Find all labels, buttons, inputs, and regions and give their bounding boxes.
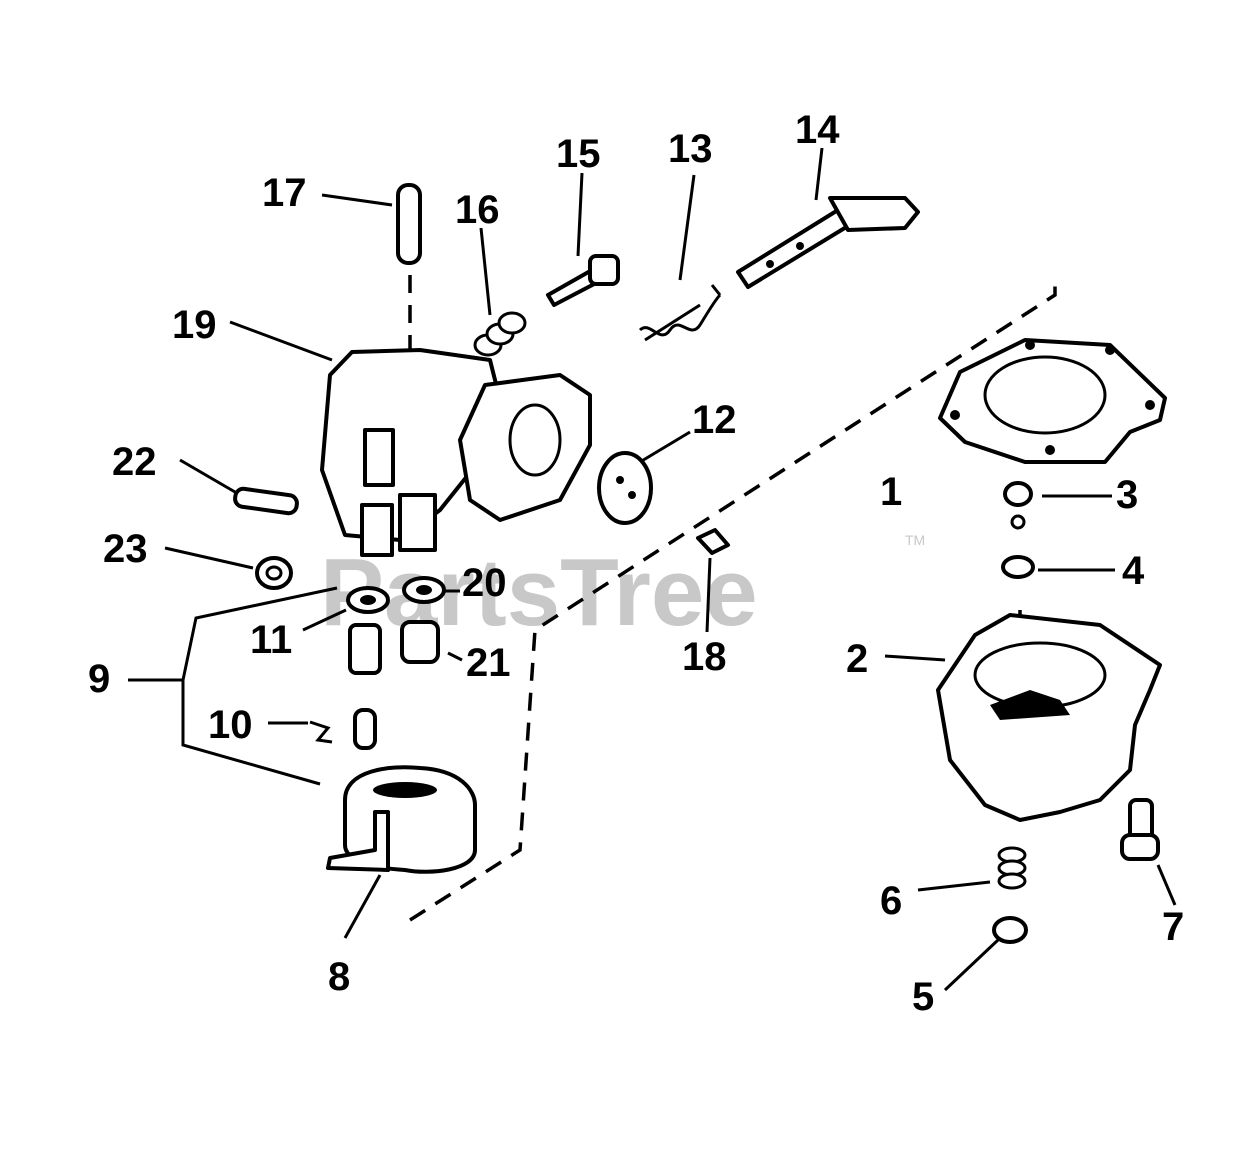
part-2-float-bowl[interactable] [936,613,1162,822]
leader-lines [128,147,1177,992]
main-jet[interactable] [348,623,382,675]
part-16-spring[interactable] [473,311,527,357]
callout-16: 16 [455,188,500,232]
callout-21: 21 [466,641,511,685]
part-12-throttle-plate[interactable] [597,451,653,525]
part-5-cap[interactable] [992,916,1028,944]
part-21-jet[interactable] [400,620,440,664]
callout-2: 2 [846,637,868,681]
part-23-nut[interactable] [255,556,293,590]
part-22-pin[interactable] [233,486,299,516]
callout-18: 18 [682,635,727,679]
callout-20: 20 [462,561,507,605]
callout-1: 1 [880,470,902,514]
inlet-needle[interactable] [353,708,377,750]
callout-11: 11 [250,618,292,662]
callout-5: 5 [912,975,934,1019]
part-18-screw[interactable] [696,528,730,555]
callout-8: 8 [328,955,350,999]
part-20-washer[interactable] [402,576,446,604]
part-8-float[interactable] [326,765,477,874]
callout-3: 3 [1116,473,1138,517]
callout-12: 12 [692,398,737,442]
part-17-pin[interactable] [396,183,422,265]
callout-7: 7 [1162,905,1184,949]
callout-4: 4 [1122,549,1145,593]
watermark-trademark: TM [905,532,925,548]
callout-labels: 1 2 3 4 5 6 7 8 9 10 11 12 13 14 15 16 1… [88,108,1184,1019]
part-19-carburetor-body[interactable] [320,348,592,557]
watermark: PartsTree TM [320,532,925,646]
callout-17: 17 [262,171,307,215]
part-7-bolt[interactable] [1120,798,1160,861]
part-10-clip[interactable] [309,720,333,744]
callout-6: 6 [880,879,902,923]
part-13-spring[interactable] [638,284,722,342]
part-14-throttle-shaft[interactable] [736,196,920,289]
callout-14: 14 [795,108,840,152]
callout-9: 9 [88,657,110,701]
part-11-washer[interactable] [346,586,390,614]
callout-23: 23 [103,527,148,571]
part-4-washer[interactable] [1001,555,1035,579]
callout-15: 15 [556,132,601,176]
part-3-gasket[interactable] [1003,481,1033,530]
callout-13: 13 [668,127,713,171]
part-1-gasket[interactable] [938,338,1167,464]
callout-19: 19 [172,303,217,347]
part-6-spring[interactable] [997,846,1027,890]
part-15-screw[interactable] [546,254,620,307]
callout-10: 10 [208,703,253,747]
watermark-text: PartsTree [320,539,758,646]
callout-22: 22 [112,440,157,484]
